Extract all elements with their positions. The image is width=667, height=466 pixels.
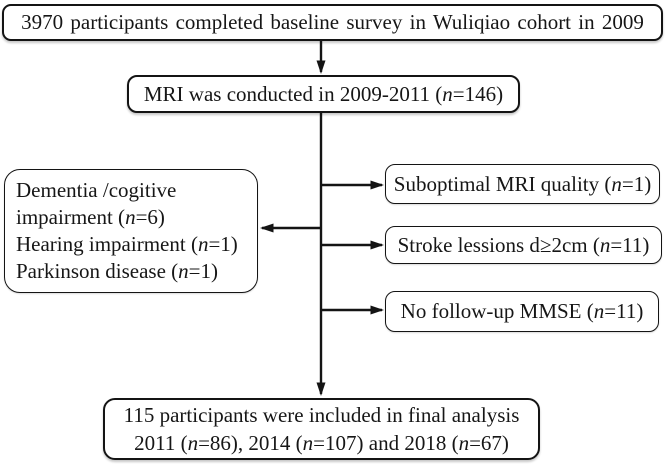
- box-baseline-survey: 3970 participants completed baseline sur…: [2, 4, 663, 41]
- clinical-exclusions-line: Dementia /cogitive: [16, 178, 177, 202]
- box-stroke-exclusion: Stroke lessions d≥2cm (n=11): [385, 226, 662, 264]
- clinical-exclusions-line: impairment (n=6): [16, 205, 165, 229]
- clinical-exclusions-line: Parkinson disease (n=1): [16, 259, 218, 283]
- clinical-exclusions-line: Hearing impairment (n=1): [16, 232, 238, 256]
- box-final-analysis: 115 participants were included in final …: [103, 398, 540, 460]
- box-mmse-exclusion: No follow-up MMSE (n=11): [385, 291, 659, 332]
- stroke-exclusion-text: Stroke lessions d≥2cm (n=11): [397, 232, 650, 257]
- box-clinical-exclusions: Dementia /cogitive impairment (n=6) Hear…: [4, 169, 258, 293]
- box-mri-quality-exclusion: Suboptimal MRI quality (n=1): [385, 164, 660, 204]
- box-mri-conducted: MRI was conducted in 2009-2011 (n=146): [127, 75, 520, 113]
- final-analysis-line: 2011 (n=86), 2014 (n=107) and 2018 (n=67…: [134, 431, 509, 455]
- mri-conducted-text: MRI was conducted in 2009-2011 (n=146): [143, 81, 504, 106]
- baseline-survey-text: 3970 participants completed baseline sur…: [21, 10, 644, 34]
- mmse-exclusion-text: No follow-up MMSE (n=11): [400, 299, 644, 323]
- mri-quality-exclusion-text: Suboptimal MRI quality (n=1): [393, 171, 652, 196]
- final-analysis-line: 115 participants were included in final …: [123, 403, 520, 427]
